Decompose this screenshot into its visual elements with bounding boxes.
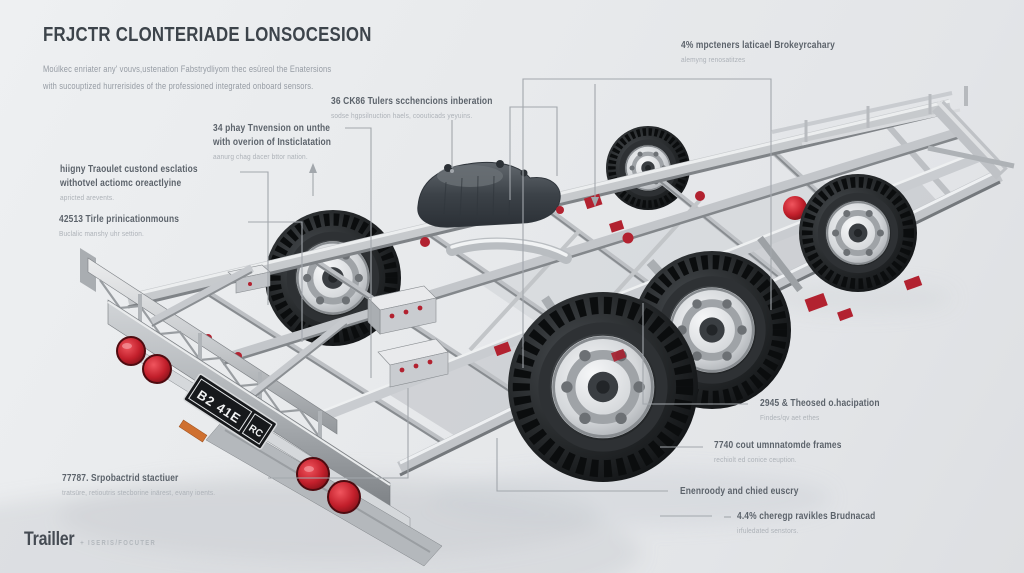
callout-label: 42513 Tirle prinicationmouns — [59, 214, 180, 225]
callout-label: 36 CK86 Tulers scchencions inberation — [331, 96, 493, 107]
callout-subtext: alemyng renosatitzes — [681, 55, 746, 65]
engine-assembly — [417, 160, 572, 264]
callout-subtext: tratsüre, retioutris stecborine inärest,… — [62, 488, 216, 498]
callout-structure: 77787. Srpobactrid stactiuer tratsüre, r… — [62, 472, 215, 497]
callout-subtext: apricted arevents. — [60, 193, 115, 203]
callout-subtext: rechiolt ed conice ceuption. — [714, 455, 797, 465]
callout-subtext: sodse hgpsilnuction haels, coouticads ye… — [331, 111, 473, 121]
callout-top-right: 4% mpcteners laticael Brokeyrcahary alem… — [681, 39, 835, 64]
callout-label: Enenroody and chied euscry — [680, 486, 799, 497]
rear-bumper-assembly: B2 41E RC — [80, 248, 443, 567]
wheel-front-right — [799, 174, 917, 292]
leader-lines — [240, 78, 772, 518]
callout-subtext: Findes/qv aet ethes — [760, 413, 820, 423]
truss-lattice — [99, 279, 321, 439]
callout-subtext: Buclalic manshy uhr settion. — [59, 229, 144, 239]
callout-body: Enenroody and chied euscry — [680, 485, 799, 499]
callout-label: 4% mpcteners laticael Brokeyrcahary — [681, 40, 835, 51]
brand-name: Trailler — [24, 529, 75, 550]
page-subtitle-line2: with sucouptized hurrerisides of the pro… — [43, 81, 314, 92]
reflector-strip — [178, 419, 208, 443]
page-title: FRJCTR CLONTERIADE LONSOCESION — [43, 24, 372, 46]
callout-suspension: 36 CK86 Tulers scchencions inberation so… — [331, 95, 492, 120]
callout-mounts: 42513 Tirle prinicationmouns Buclalic ma… — [59, 213, 179, 238]
callout-frames: 7740 cout umnnatomde frames rechiolt ed … — [714, 439, 842, 464]
callout-subtext: irfuledated senstors. — [737, 526, 799, 536]
callout-label: hiigny Traoulet custond esclatios withot… — [60, 164, 198, 190]
callout-wheels: 2945 & Theosed o.hacipation Findes/qv ae… — [760, 397, 880, 422]
exhaust-pipe — [446, 237, 572, 264]
callout-label: 77787. Srpobactrid stactiuer — [62, 473, 179, 484]
footer-brand-lockup: Trailler + ISERIS/FOCUTER — [24, 529, 156, 551]
brake-caliper — [610, 348, 627, 362]
brake-drum — [783, 196, 807, 220]
brand-series: + ISERIS/FOCUTER — [80, 540, 157, 547]
ground-shadows — [0, 283, 952, 573]
page-subtitle-line1: Moúlkec enriater any' vouvs,ustenation F… — [43, 64, 332, 75]
callout-label: 34 phay Tnvension on unthe with overion … — [213, 123, 332, 149]
wheel-rear-dual-a — [508, 292, 698, 482]
tail-lights — [116, 336, 361, 514]
callout-label: 7740 cout umnnatomde frames — [714, 440, 842, 451]
callout-label: 2945 & Theosed o.hacipation — [760, 398, 880, 409]
leader-arrowheads — [309, 163, 599, 207]
callout-tension: 34 phay Tnvension on unthe with overion … — [213, 122, 342, 161]
callout-subtext: aanurg chag dacer bttor nation. — [213, 152, 308, 162]
callout-sensors: 4.4% cheregp ravikles Brudnacad irfuleda… — [737, 510, 875, 535]
callout-escalation: hiigny Traoulet custond esclatios withot… — [60, 163, 223, 202]
callout-label: 4.4% cheregp ravikles Brudnacad — [737, 511, 876, 522]
